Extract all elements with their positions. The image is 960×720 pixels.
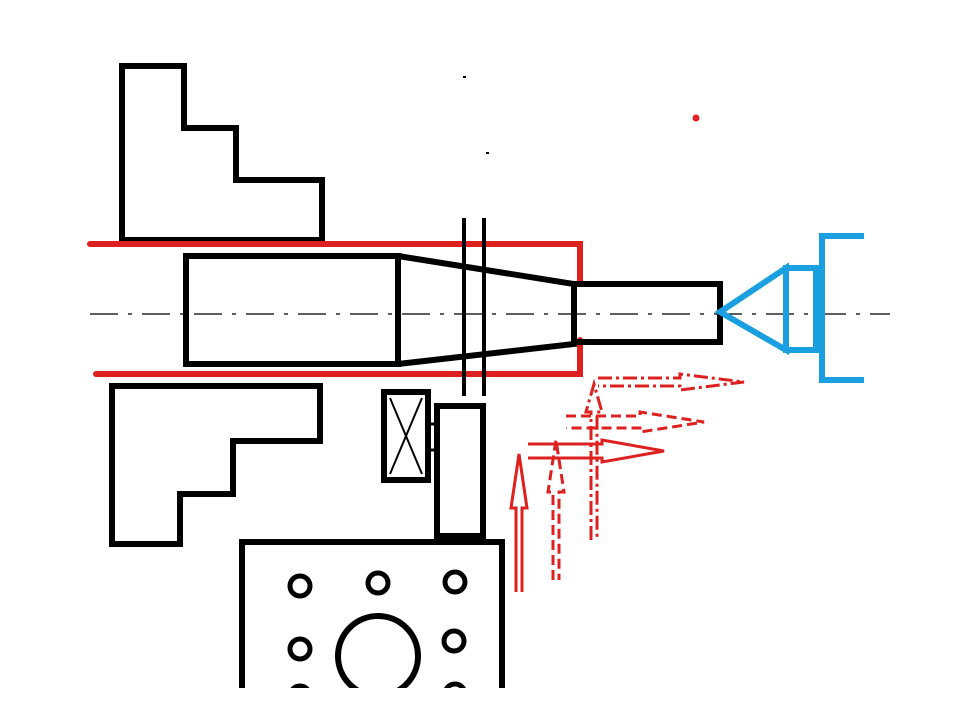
arrow-horizontal-dashed bbox=[566, 410, 705, 434]
cross-slide-block bbox=[232, 539, 522, 720]
bolt-hole bbox=[442, 569, 468, 595]
arrow-horizontal-solid bbox=[528, 438, 665, 464]
arrow-vertical-solid bbox=[509, 453, 529, 592]
bolt-hole bbox=[287, 636, 313, 662]
spindle-body bbox=[183, 253, 401, 367]
shaft-end bbox=[571, 281, 723, 345]
tailstock-center bbox=[714, 233, 864, 383]
red-housing bbox=[87, 241, 583, 377]
arrow-vertical-dashdot bbox=[584, 378, 604, 540]
bolt-hole bbox=[365, 570, 391, 596]
bolt-hole bbox=[441, 628, 467, 654]
lower-chuck-jaw bbox=[109, 383, 323, 547]
tool-post bbox=[434, 403, 486, 539]
bolt-hole bbox=[287, 573, 313, 599]
upper-chuck-jaw bbox=[119, 63, 325, 243]
tool-bearing-block bbox=[381, 389, 438, 483]
arrow-vertical-dashed bbox=[546, 439, 566, 580]
arrow-horizontal-dashdot bbox=[598, 372, 745, 392]
feed-arrows bbox=[509, 372, 745, 592]
vertical-rod bbox=[462, 218, 486, 396]
central-bore bbox=[335, 613, 421, 699]
red-dot bbox=[692, 114, 700, 122]
